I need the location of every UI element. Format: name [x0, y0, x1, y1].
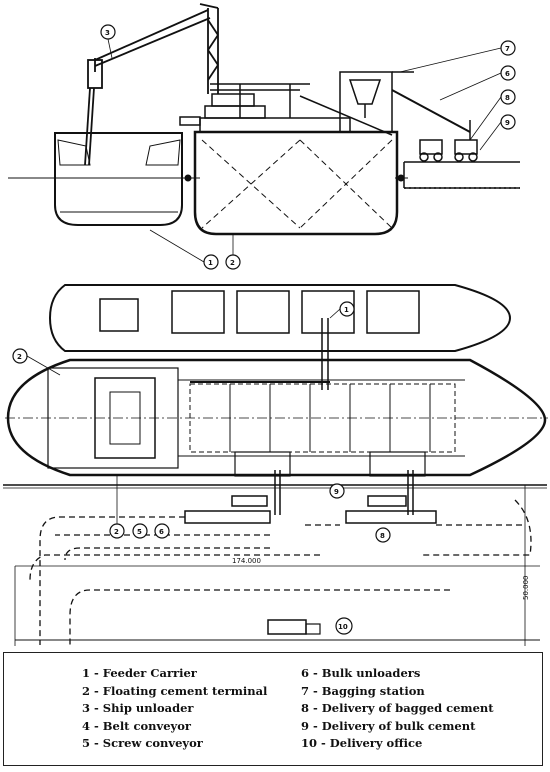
feeder-carrier-hull	[54, 132, 183, 226]
callout-bulk-unloaders-plan: 6	[159, 528, 164, 536]
callout-bulk-delivery: 9	[505, 119, 510, 127]
plan-view	[3, 284, 548, 646]
legend-item: 7 - Bagging station	[301, 683, 425, 698]
callout-bagging-station: 7	[505, 45, 510, 53]
traffic-routes	[29, 499, 532, 645]
floating-terminal-hull	[184, 130, 405, 236]
width-dimension: 50.000	[522, 576, 530, 601]
legend-column-left: 1 - Feeder Carrier 2 - Floating cement t…	[82, 665, 267, 753]
legend-item: 4 - Belt conveyor	[82, 718, 191, 733]
callout-bagged-delivery: 8	[505, 94, 510, 102]
callout-feeder-carrier-plan: 1	[344, 306, 349, 314]
elevation-view	[8, 3, 520, 236]
legend-column-right: 6 - Bulk unloaders 7 - Bagging station 8…	[301, 665, 494, 753]
callout-bagged-delivery-plan: 8	[380, 532, 385, 540]
callout-ship-unloader: 3	[105, 29, 110, 37]
callout-bulk-unloaders: 6	[505, 70, 510, 78]
legend-item: 8 - Delivery of bagged cement	[301, 701, 494, 715]
callout-floating-terminal: 2	[230, 259, 235, 267]
legend-item: 5 - Screw conveyor	[82, 736, 203, 750]
legend-item: 1 - Feeder Carrier	[82, 666, 197, 680]
callout-bulk-delivery-plan: 9	[334, 488, 339, 496]
terminal-superstructure	[179, 83, 351, 133]
delivery-office[interactable]	[267, 619, 307, 635]
legend-item: 2 - Floating cement terminal	[82, 683, 268, 698]
floating-terminal-plan	[5, 318, 548, 477]
quay-equipment[interactable]	[184, 470, 437, 524]
callout-screw-conveyor: 5	[137, 528, 142, 536]
legend-item: 6 - Bulk unloaders	[301, 666, 421, 680]
legend-item: 10 - Delivery office	[301, 736, 423, 750]
ship-unloader-crane[interactable]	[84, 3, 219, 166]
legend-item: 9 - Delivery of bulk cement	[301, 718, 476, 733]
length-dimension: 174.000	[232, 557, 261, 565]
quay	[403, 161, 520, 189]
legend-item: 3 - Ship unloader	[82, 701, 194, 715]
callout-delivery-office: 10	[338, 623, 348, 631]
shore-bagging-station[interactable]	[299, 71, 471, 136]
callout-floating-terminal-plan: 2	[17, 353, 22, 361]
callout-feeder-carrier: 1	[208, 259, 213, 267]
callout-floating-terminal-quay: 2	[114, 528, 119, 536]
feeder-carrier-plan	[48, 284, 512, 352]
delivery-trucks-elevation	[419, 120, 478, 162]
legend-box: 1 - Feeder Carrier 2 - Floating cement t…	[3, 652, 543, 766]
